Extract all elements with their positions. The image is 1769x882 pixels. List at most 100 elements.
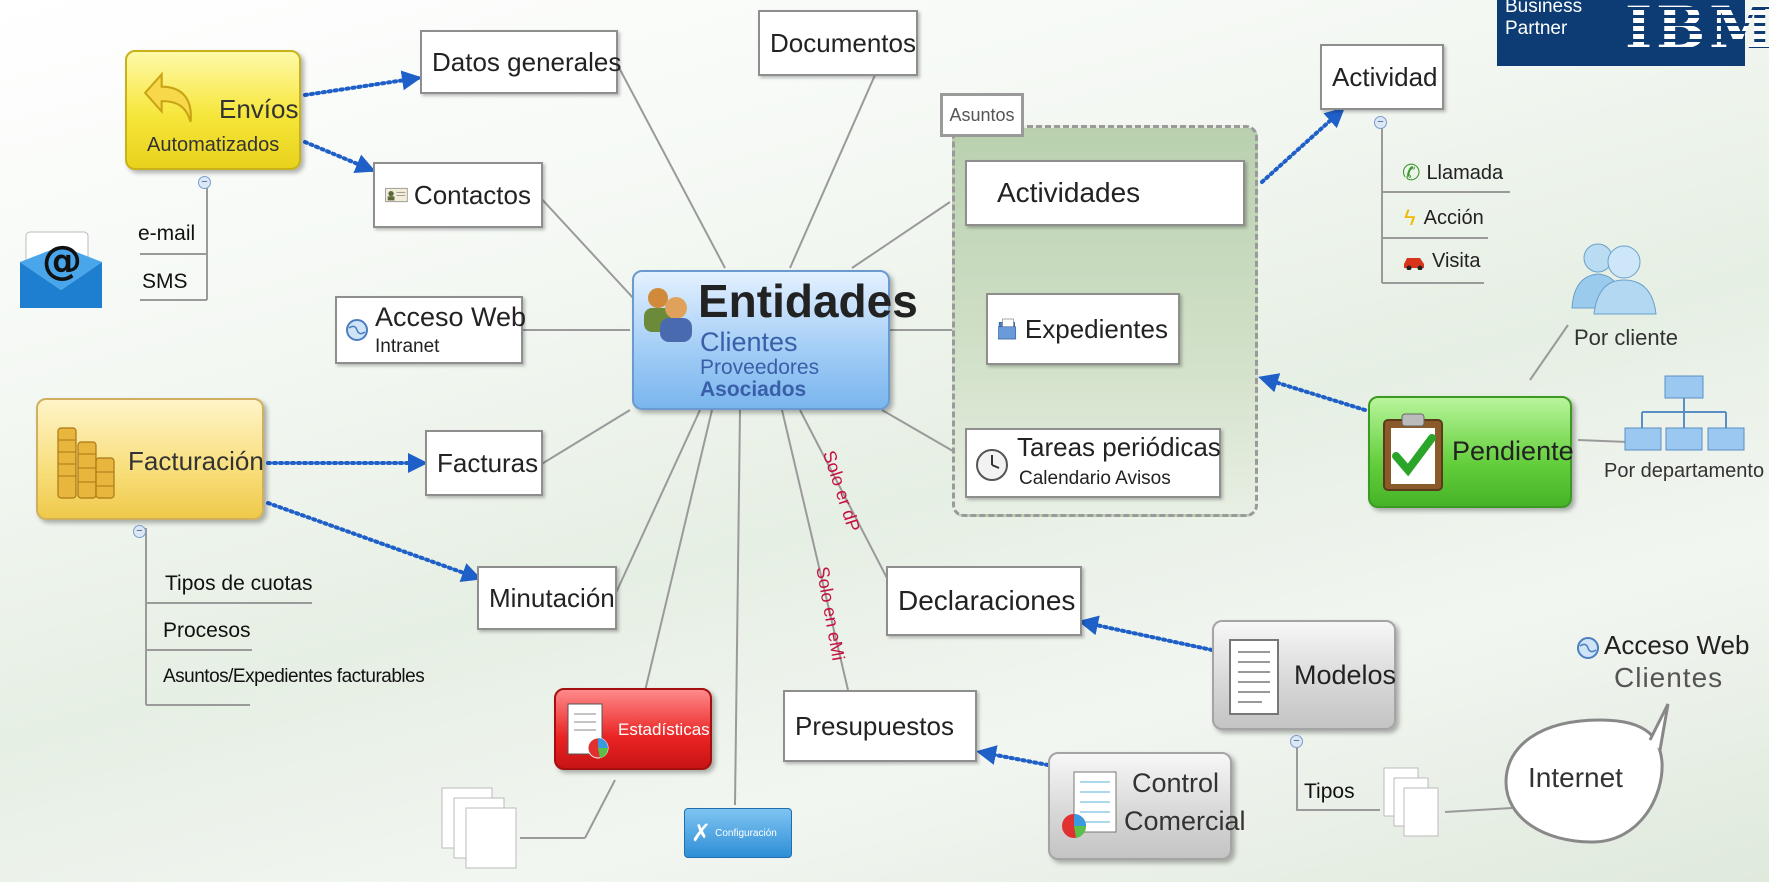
folder-document-icon	[998, 318, 1017, 340]
actividad-node[interactable]: Actividad	[1320, 44, 1444, 110]
acceso-web-clientes-line2: Clientes	[1614, 662, 1724, 693]
svg-text:@: @	[42, 238, 82, 284]
acceso-web-intranet-node[interactable]: Acceso Web Intranet	[335, 296, 527, 364]
acceso-web-intranet-title: Acceso Web	[375, 302, 527, 332]
facturacion-item-procesos: Procesos	[163, 619, 251, 642]
facturacion-item-tipos-cuotas: Tipos de cuotas	[165, 572, 313, 595]
spoke-tareas	[881, 409, 966, 459]
globe-icon	[1577, 637, 1599, 659]
acceso-web-intranet-sub: Intranet	[375, 336, 440, 357]
coin-stack-icon	[57, 427, 115, 499]
envios-automatizados-node[interactable]: Envíos Automatizados	[125, 50, 301, 170]
entidades-title: Entidades	[698, 275, 918, 327]
asuntos-label-text: Asuntos	[949, 104, 1015, 125]
entidades-line3: Asociados	[700, 378, 807, 401]
datos-generales-label: Datos generales	[432, 46, 622, 77]
brand-line1: Business	[1505, 0, 1583, 17]
minutacion-label: Minutación	[489, 582, 615, 613]
contactos-node[interactable]: Contactos	[373, 162, 543, 228]
spoke-facturas	[539, 409, 631, 466]
acceso-web-clientes-line1: Acceso Web	[1604, 630, 1750, 660]
envios-collapse-icon[interactable]: −	[198, 176, 211, 189]
internet-speech-bubble	[1504, 703, 1670, 844]
datos-generales-node[interactable]: Datos generales	[420, 30, 622, 94]
arrow-asuntos-actividad	[1260, 107, 1345, 184]
actividades-label: Actividades	[997, 177, 1141, 208]
pages-stack-icon	[441, 787, 517, 869]
envios-item-sms: SMS	[142, 270, 188, 293]
modelos-tree-line	[1296, 738, 1380, 811]
facturacion-title: Facturación	[128, 446, 264, 476]
modelos-collapse-icon[interactable]: −	[1290, 735, 1303, 748]
envios-subtitle: Automatizados	[147, 134, 280, 156]
pendiente-node[interactable]: Pendiente	[1368, 396, 1574, 508]
arrow-facturacion-minutacion	[266, 501, 482, 583]
estadisticas-node[interactable]: Estadísticas	[554, 688, 712, 770]
spoke-declaraciones	[799, 409, 889, 581]
envios-item-email: e-mail	[138, 222, 196, 245]
entidades-line2: Proveedores	[700, 356, 820, 379]
actividades-node[interactable]: Actividades	[965, 160, 1245, 226]
envios-title: Envíos	[219, 94, 299, 124]
facturacion-collapse-icon[interactable]: −	[133, 525, 146, 538]
arrow-envios-contactos	[303, 140, 376, 174]
visita-label: Visita	[1432, 250, 1481, 272]
control-comercial-line2: Comercial	[1124, 806, 1246, 836]
tools-icon: ✗	[691, 819, 712, 847]
spoke-estadisticas	[639, 409, 713, 713]
spoke-datos-generales	[614, 59, 726, 269]
spoke-minutacion	[614, 409, 701, 596]
spoke-documentos	[789, 74, 876, 269]
contact-card-icon	[385, 187, 408, 203]
brand-line2: Partner	[1505, 18, 1568, 39]
internet-label: Internet	[1528, 762, 1623, 793]
lightning-icon: ϟ	[1404, 205, 1416, 230]
modelos-title: Modelos	[1294, 660, 1397, 690]
pendiente-title: Pendiente	[1452, 436, 1574, 466]
configuracion-label: Configuración	[715, 827, 777, 839]
declaraciones-node[interactable]: Declaraciones	[886, 566, 1082, 636]
report-chart-icon	[567, 703, 609, 759]
phone-icon: ✆	[1402, 160, 1421, 185]
actividad-item-accion: ϟ Acción	[1404, 205, 1484, 231]
org-chart-icon	[1624, 375, 1745, 451]
por-departamento-line	[1577, 439, 1629, 443]
pages-stack-icon	[1383, 767, 1439, 837]
control-comercial-line1: Control	[1132, 768, 1220, 798]
documentos-label: Documentos	[770, 27, 916, 58]
actividad-collapse-icon[interactable]: −	[1374, 116, 1387, 129]
llamada-label: Llamada	[1426, 161, 1504, 184]
document-icon	[1229, 639, 1279, 715]
tareas-periodicas-node[interactable]: Tareas periódicas Calendario Avisos	[965, 428, 1221, 498]
globe-icon	[346, 319, 368, 341]
actividad-item-llamada: ✆ Llamada	[1402, 160, 1503, 186]
por-cliente-label: Por cliente	[1574, 325, 1678, 350]
documentos-node[interactable]: Documentos	[758, 10, 918, 76]
modelos-node[interactable]: Modelos	[1212, 620, 1396, 730]
ibm-logo: IBM	[1625, 0, 1769, 62]
entidades-center-node[interactable]: Entidades Clientes Proveedores Asociados	[632, 270, 918, 410]
arrow-envios-datos	[303, 70, 422, 97]
spoke-contactos	[537, 194, 636, 301]
facturas-label: Facturas	[437, 447, 539, 478]
control-comercial-node[interactable]: Control Comercial	[1048, 752, 1246, 860]
tareas-title: Tareas periódicas	[1017, 432, 1221, 462]
car-icon	[1404, 257, 1424, 270]
facturacion-node[interactable]: Facturación	[36, 398, 264, 520]
configuracion-button[interactable]: ✗ Configuración	[684, 808, 792, 858]
spoke-configuracion	[734, 409, 741, 806]
actividad-label: Actividad	[1332, 61, 1438, 92]
expedientes-label: Expedientes	[1024, 313, 1168, 344]
entidades-line1: Clientes	[700, 327, 798, 357]
facturas-node[interactable]: Facturas	[425, 430, 543, 496]
arrow-control-presupuestos	[976, 745, 1050, 767]
actividad-item-visita: Visita	[1402, 250, 1481, 273]
two-users-icon	[1571, 243, 1657, 315]
expedientes-node[interactable]: Expedientes	[986, 293, 1180, 365]
presupuestos-node[interactable]: Presupuestos	[783, 690, 977, 762]
email-envelope-icon: @	[20, 222, 102, 312]
arrow-pendiente-asuntos	[1258, 373, 1367, 412]
spreadsheet-chart-icon	[1062, 771, 1117, 838]
minutacion-node[interactable]: Minutación	[477, 566, 617, 630]
